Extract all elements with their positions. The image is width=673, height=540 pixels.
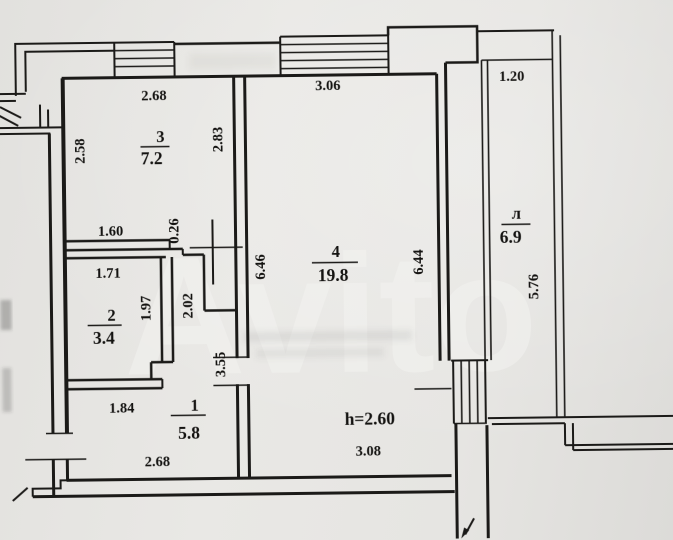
room-4-area: 19.8 <box>318 265 349 285</box>
balcony-walls <box>480 30 673 452</box>
entrance-door-tick-bottom <box>25 458 87 461</box>
balcony-area: 6.9 <box>500 227 522 247</box>
room-1-area: 5.8 <box>178 423 200 443</box>
dim-r4-bottom: 3.08 <box>355 443 381 459</box>
stair-strip <box>454 423 490 539</box>
kitchen-door-leaf <box>211 219 215 285</box>
bathroom-walls <box>63 255 175 391</box>
north-wall <box>61 24 555 80</box>
dim-r1-bottom: 2.68 <box>145 454 171 470</box>
watermark-smudge <box>189 52 412 358</box>
kitchen-door-threshold <box>189 246 243 249</box>
room-4-labels: 3.06 4 19.8 6.46 6.44 h=2.60 3.08 <box>253 78 427 460</box>
dim-balcony-top: 1.20 <box>499 69 525 85</box>
dim-r4-left: 6.46 <box>253 254 269 280</box>
dim-r2-right-inner: 1.97 <box>138 296 154 322</box>
room-1-labels: 3.55 1 5.8 2.68 <box>145 352 230 471</box>
south-wall <box>12 474 455 502</box>
balcony-letter: л <box>512 204 521 223</box>
dim-r2-right-outer: 2.02 <box>180 293 196 319</box>
wall-pier-a <box>174 41 281 46</box>
dim-r2-top: 1.71 <box>95 266 121 282</box>
ceiling-height-label: h=2.60 <box>345 408 396 429</box>
balcony-labels: 1.20 л 6.9 5.76 <box>499 69 543 300</box>
west-wall <box>25 78 87 496</box>
dim-r4-right: 6.44 <box>411 249 427 275</box>
room-3-labels: 2.68 2.58 2.83 3 7.2 1.60 0.26 <box>72 88 226 244</box>
room-2-area: 3.4 <box>93 328 115 348</box>
room-2-labels: 1.71 2 3.4 1.97 2.02 1.84 <box>87 266 197 417</box>
stair-arrow <box>461 527 470 539</box>
window-room3 <box>113 40 176 78</box>
room-4-number: 4 <box>332 242 340 261</box>
dim-niche-width: 1.60 <box>98 224 124 240</box>
dim-r3-left: 2.58 <box>72 138 88 164</box>
balcony-top-outer <box>477 29 555 33</box>
dim-r1-wall: 3.55 <box>213 352 229 378</box>
room-3-area: 7.2 <box>141 148 163 168</box>
room-1-number: 1 <box>190 396 198 415</box>
dim-jog: 0.26 <box>166 218 182 244</box>
balcony-wall-window <box>414 62 489 425</box>
dim-r4-top: 3.06 <box>315 78 341 94</box>
room-3-number: 3 <box>156 127 164 146</box>
dim-r3-top: 2.68 <box>141 88 167 104</box>
exterior-step-outline <box>0 41 115 136</box>
room-2-number: 2 <box>107 306 115 325</box>
wall-pier-b <box>386 24 479 64</box>
kitchen-wall-and-door <box>63 219 243 312</box>
dim-r3-right: 2.83 <box>210 127 226 153</box>
edge-marks <box>0 299 12 413</box>
dim-balcony-right: 5.76 <box>526 274 542 300</box>
window-room4 <box>279 34 390 76</box>
dim-r2-bottom: 1.84 <box>109 400 135 416</box>
